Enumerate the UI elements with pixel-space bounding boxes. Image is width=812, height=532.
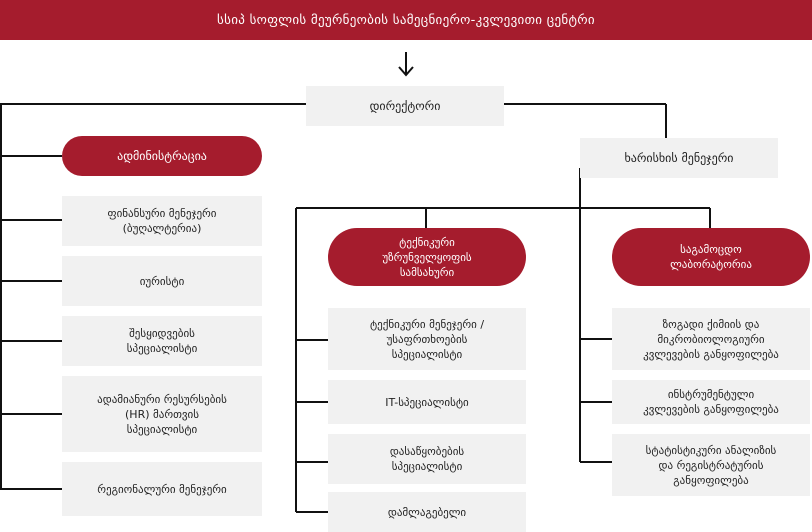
lab-item-statistics: სტატისტიკური ანალიზის და რეგისტრატურის გ… <box>612 434 810 496</box>
admin-item-procurement: შესყიდვების სპეციალისტი <box>62 316 262 366</box>
administration-pill: ადმინისტრაცია <box>62 136 262 176</box>
admin-item-regional-manager: რეგიონალური მენეჯერი <box>62 462 262 516</box>
admin-item-lawyer: იურისტი <box>62 256 262 306</box>
admin-item-financial-manager: ფინანსური მენეჯერი (ბუღალტერია) <box>62 196 262 246</box>
director-box: დირექტორი <box>306 86 504 126</box>
organization-title: სსიპ სოფლის მეურნეობის სამეცნიერო-კვლევი… <box>0 0 812 40</box>
lab-item-chemistry: ზოგადი ქიმიის და მიკრობიოლოგიური კვლევებ… <box>612 308 810 370</box>
testing-laboratory-pill: საგამოცდო ლაბორატორია <box>612 228 810 286</box>
tech-item-warehouse: დასაწყობების სპეციალისტი <box>328 434 526 484</box>
arrow-head <box>398 66 414 77</box>
lab-item-instrumental: ინსტრუმენტული კვლევების განყოფილება <box>612 380 810 424</box>
tech-item-technical-manager: ტექნიკური მენეჯერი / უსაფრთხოების სპეცია… <box>328 308 526 370</box>
admin-item-hr: ადამიანური რესურსების (HR) მართვის სპეცი… <box>62 376 262 452</box>
technical-service-pill: ტექნიკური უზრუნველყოფის სამსახური <box>328 228 526 286</box>
quality-manager-box: ხარისხის მენეჯერი <box>580 138 778 178</box>
tech-item-cleaner: დამლაგებელი <box>328 492 526 532</box>
tech-item-it: IT-სპეციალისტი <box>328 380 526 424</box>
